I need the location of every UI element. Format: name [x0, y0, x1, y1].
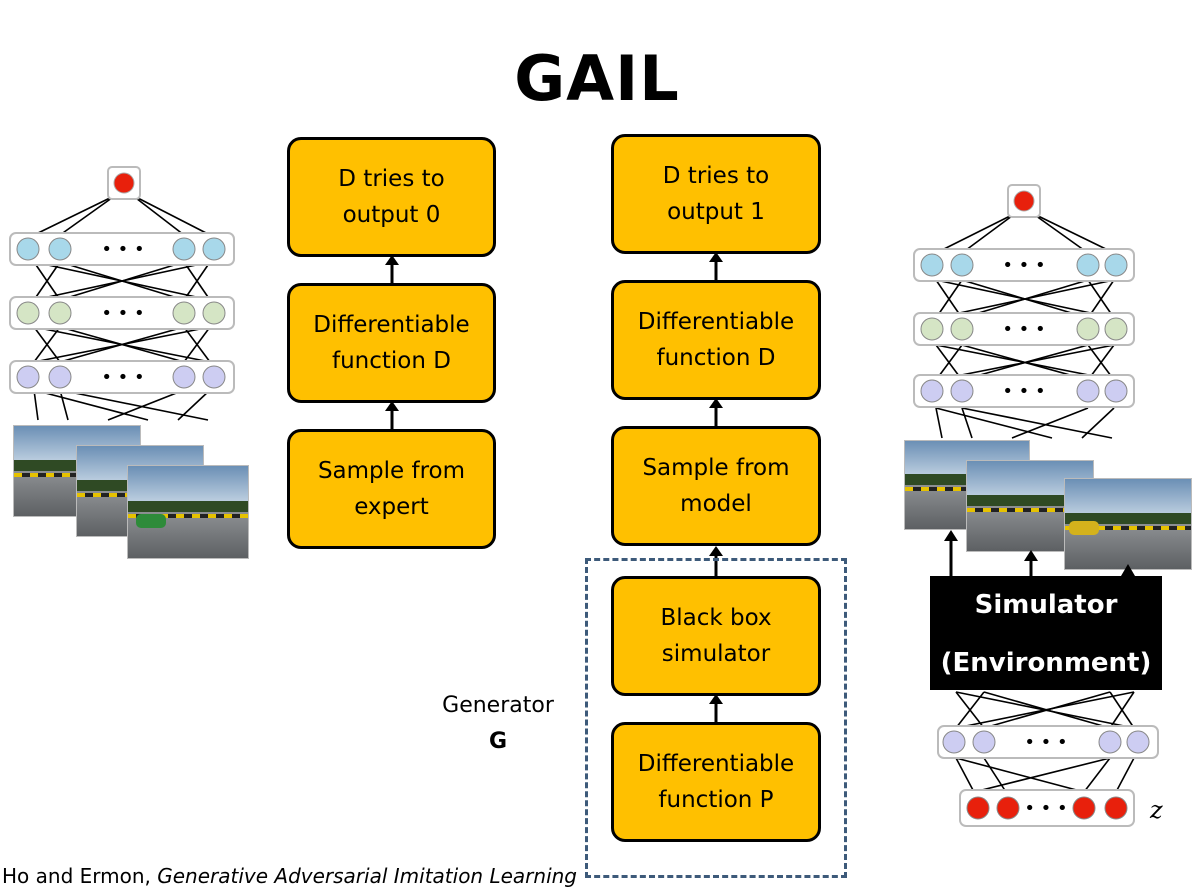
- right-arrow-3: [709, 546, 723, 577]
- generator-symbol: G: [488, 729, 508, 754]
- latent-z-label: z: [1149, 796, 1163, 824]
- simulator-environment-box: Simulator (Environment): [930, 576, 1162, 690]
- latent-ellipsis: • • •: [1024, 798, 1067, 819]
- expert-sample-box: Sample from expert: [287, 429, 496, 549]
- right-discriminator-box: Differentiable function D: [611, 280, 821, 400]
- environment-label: (Environment): [940, 648, 1152, 678]
- right-d-output-1-box: D tries to output 1: [611, 134, 821, 254]
- right-arrow-4: [709, 694, 723, 723]
- gen-net-ellipsis: • • •: [1024, 732, 1067, 753]
- left-arrow-2: [385, 401, 399, 430]
- right-net-ellipsis-3: • • •: [1002, 381, 1045, 402]
- page-title: GAIL: [514, 42, 680, 115]
- simulator-label: Simulator: [974, 590, 1118, 620]
- left-arrow-1: [385, 255, 399, 284]
- left-net-ellipsis-3: • • •: [101, 367, 144, 388]
- generated-frame-3: [1064, 478, 1192, 570]
- left-network-figure: • • • • • • • • •: [9, 166, 235, 421]
- left-d-output-0-box: D tries to output 0: [287, 137, 496, 257]
- right-network-figure: • • • • • • • • •: [913, 184, 1135, 439]
- policy-function-box: Differentiable function P: [611, 722, 821, 842]
- left-discriminator-box: Differentiable function D: [287, 283, 496, 403]
- sim-arrow-3: [1121, 564, 1135, 576]
- sim-arrow-1: [944, 530, 958, 577]
- citation: Ho and Ermon, Generative Adversarial Imi…: [2, 864, 577, 888]
- right-arrow-1: [709, 252, 723, 281]
- citation-authors: Ho and Ermon,: [2, 864, 158, 888]
- left-net-ellipsis-2: • • •: [101, 303, 144, 324]
- left-net-ellipsis-1: • • •: [101, 239, 144, 260]
- generator-label-text: Generator: [442, 693, 554, 718]
- generator-network-figure: • • • • • • z: [937, 691, 1163, 827]
- right-net-ellipsis-2: • • •: [1002, 319, 1045, 340]
- sim-arrow-2: [1024, 550, 1038, 577]
- right-net-ellipsis-1: • • •: [1002, 255, 1045, 276]
- expert-frame-3: [127, 465, 249, 559]
- black-box-simulator-box: Black box simulator: [611, 576, 821, 696]
- right-arrow-2: [709, 398, 723, 427]
- generator-boundary: [585, 558, 847, 878]
- citation-paper: Generative Adversarial Imitation Learnin…: [157, 864, 577, 888]
- generator-label: Generator G: [428, 688, 568, 760]
- model-sample-box: Sample from model: [611, 426, 821, 546]
